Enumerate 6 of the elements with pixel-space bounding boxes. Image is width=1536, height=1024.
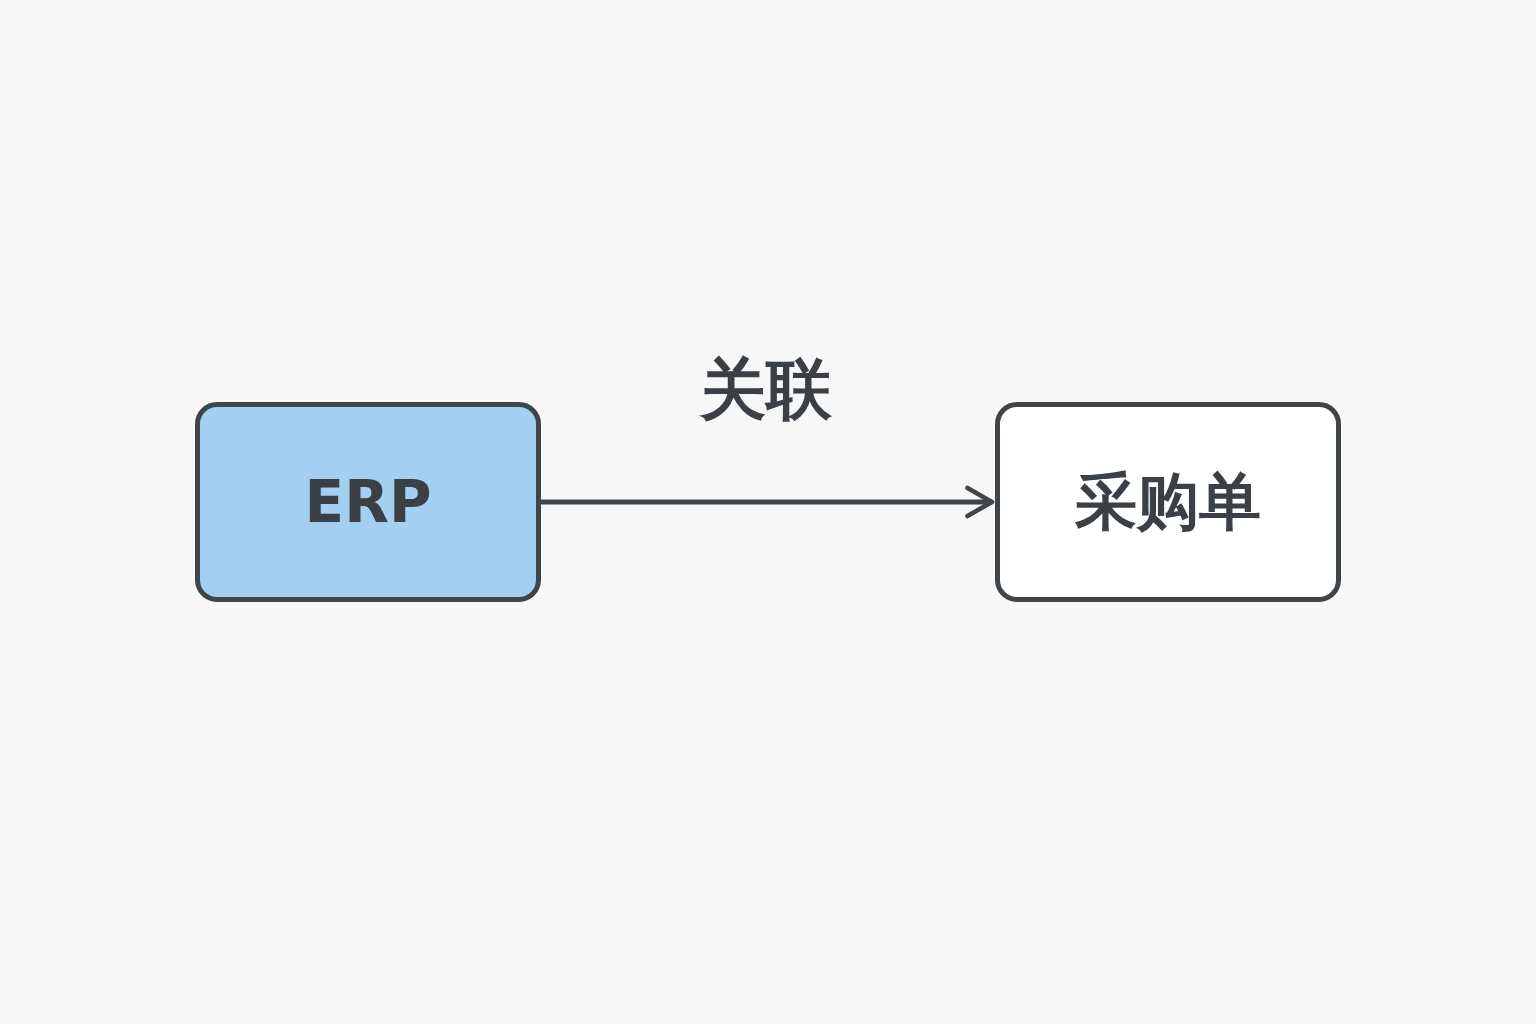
- process-box: [195, 402, 541, 602]
- box-label: 采购单: [1075, 464, 1261, 540]
- process-box: [995, 402, 1341, 602]
- arrow: [541, 485, 995, 519]
- edge-label: 关联: [699, 350, 832, 430]
- box-label: ERP: [304, 468, 432, 536]
